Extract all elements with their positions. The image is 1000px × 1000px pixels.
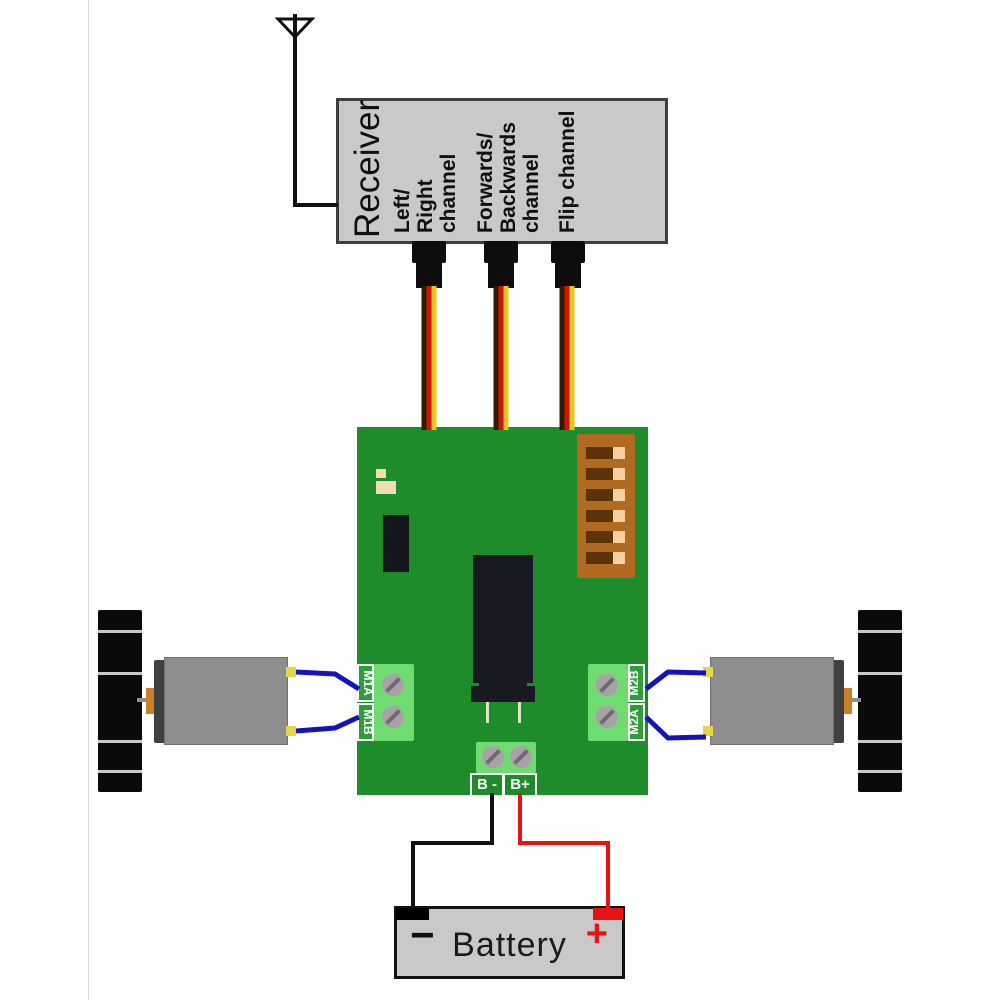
terminal-block-m2 <box>588 664 628 741</box>
left-motor-terminal-tab <box>286 726 296 736</box>
page-frame-line <box>88 0 89 1000</box>
terminal-block-m1 <box>374 664 414 741</box>
terminal-block-battery <box>476 742 536 773</box>
capacitor-pin <box>486 702 489 723</box>
battery-plus-sign: + <box>585 913 608 955</box>
left-motor-wires <box>295 669 361 734</box>
left-motor-bushing <box>146 688 155 714</box>
terminal-label-m1b: M1B <box>357 703 375 741</box>
battery-positive-wire <box>518 793 610 908</box>
screw-icon <box>596 674 618 696</box>
left-motor-terminal-tab <box>286 667 296 677</box>
right-motor-endcap <box>832 660 844 743</box>
right-motor <box>710 657 834 745</box>
left-motor-endcap <box>154 660 166 743</box>
ic-chip <box>383 515 409 572</box>
right-motor-shaft <box>850 698 861 702</box>
channel-label-line: Flip channel <box>556 110 579 233</box>
left-wheel <box>98 610 142 792</box>
right-motor-bushing <box>843 688 852 714</box>
channel-label-flip: Flip channel <box>556 98 582 233</box>
screw-icon <box>382 706 404 728</box>
channel-label-line: Backwards <box>497 122 520 233</box>
dip-knob <box>613 552 625 564</box>
left-motor-shaft <box>137 698 148 702</box>
dip-knob <box>613 510 625 522</box>
dip-switch-block <box>577 434 635 578</box>
capacitor-pin <box>518 702 521 723</box>
capacitor-base <box>471 686 535 702</box>
dip-knob <box>613 531 625 543</box>
terminal-label-m2b: M2B <box>627 664 645 702</box>
channel-label-line: Right <box>414 179 437 233</box>
dip-knob <box>613 468 625 480</box>
screw-icon <box>482 746 504 768</box>
terminal-label-b-minus: B - <box>470 773 504 795</box>
dip-slot <box>586 447 613 459</box>
capacitor <box>473 555 533 683</box>
left-motor <box>164 657 288 745</box>
right-motor-terminal-tab <box>703 726 713 736</box>
dip-switch-5 <box>586 531 626 543</box>
pcb-pad-large <box>376 481 396 494</box>
screw-icon <box>510 746 532 768</box>
servo-connector-3-body <box>555 262 581 288</box>
battery-negative-wire <box>411 793 494 908</box>
dip-slot <box>586 468 613 480</box>
receiver-title: Receiver <box>348 99 387 238</box>
right-motor-wires <box>644 669 707 741</box>
dip-knob <box>613 447 625 459</box>
dip-knob <box>613 489 625 501</box>
dip-switch-1 <box>586 447 626 459</box>
battery-negative-pad <box>396 908 429 920</box>
dip-slot <box>586 531 613 543</box>
terminal-label-m1a: M1A <box>357 664 375 702</box>
servo-connector-1 <box>412 241 446 263</box>
servo-connector-2-body <box>488 262 514 288</box>
screw-icon <box>382 674 404 696</box>
dip-switch-3 <box>586 489 626 501</box>
channel-label-line: channel <box>520 153 543 233</box>
battery-minus-sign: − <box>410 911 435 958</box>
servo-cable-flip <box>559 286 575 430</box>
servo-cable-forwards-backwards <box>493 286 509 430</box>
channel-label-left-right: Left/ Right channel <box>391 141 461 233</box>
servo-connector-2 <box>484 241 518 263</box>
servo-connector-3 <box>551 241 585 263</box>
servo-cable-left-right <box>421 286 437 430</box>
dip-switch-4 <box>586 510 626 522</box>
dip-switch-6 <box>586 552 626 564</box>
right-wheel <box>858 610 902 792</box>
right-motor-terminal-tab <box>703 667 713 677</box>
motor-controller-pcb: M1A M1B M2B M2A B - B+ <box>357 427 648 795</box>
channel-label-forwards-backwards: Forwards/ Backwards channel <box>474 113 544 233</box>
screw-icon <box>596 706 618 728</box>
battery-box: − Battery + <box>394 906 625 979</box>
receiver-box <box>336 98 668 244</box>
battery-positive-pad <box>593 908 623 920</box>
antenna-icon <box>274 14 338 207</box>
capacitor-neck <box>479 683 527 688</box>
battery-label: Battery <box>452 926 567 964</box>
dip-slot <box>586 489 613 501</box>
terminal-label-b-plus: B+ <box>503 773 537 795</box>
channel-label-line: Left/ <box>391 188 414 233</box>
terminal-label-m2a: M2A <box>627 703 645 741</box>
channel-label-line: channel <box>437 153 460 233</box>
pcb-pad-small <box>376 469 386 478</box>
channel-label-line: Forwards/ <box>474 132 497 233</box>
dip-slot <box>586 552 613 564</box>
dip-slot <box>586 510 613 522</box>
servo-connector-1-body <box>416 262 442 288</box>
dip-switch-2 <box>586 468 626 480</box>
